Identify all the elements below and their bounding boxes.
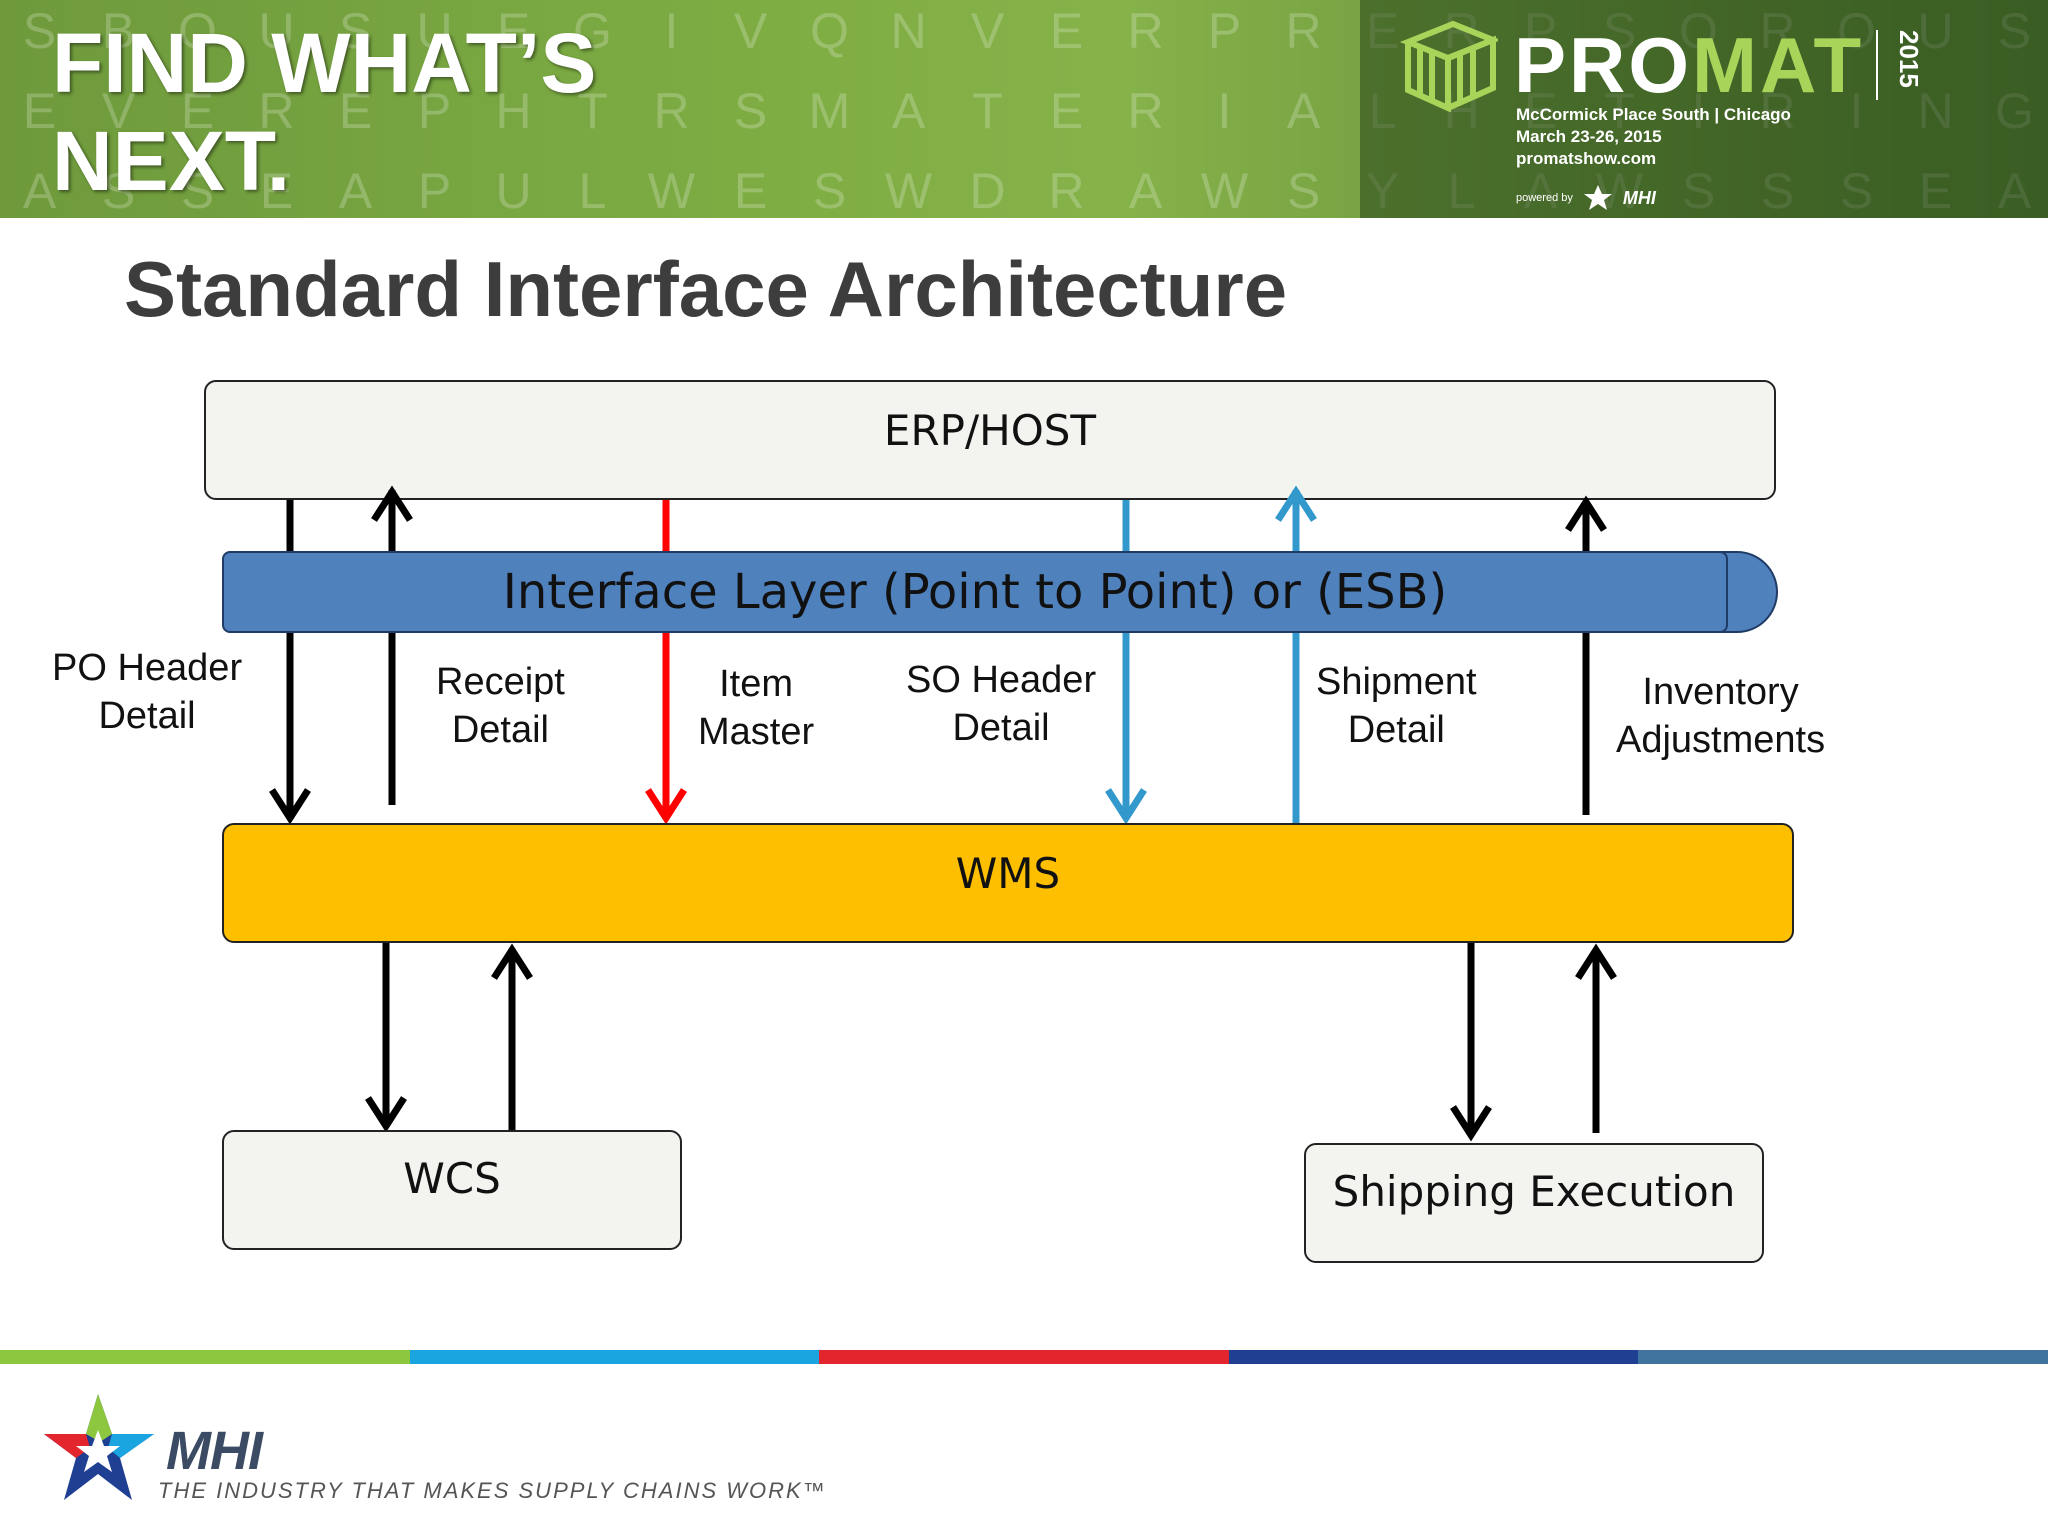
mhi-brand: MHI bbox=[166, 1421, 263, 1481]
po-header-arrowhead bbox=[269, 788, 311, 825]
promat-panel bbox=[1360, 0, 2048, 218]
item-master-label: Item Master bbox=[698, 660, 814, 756]
wms-to-shipping-arrowhead bbox=[1450, 1105, 1492, 1142]
footer-color-strip bbox=[0, 1350, 2048, 1364]
shipment-detail-label: Shipment Detail bbox=[1316, 658, 1477, 754]
wms-wcs-flows bbox=[365, 943, 533, 1133]
so-header-arrowhead bbox=[1105, 788, 1147, 825]
strip-red bbox=[819, 1350, 1229, 1364]
mhi-star-icon bbox=[44, 1394, 154, 1500]
promat-banner: SBOUSUEGIVQNVERPRERPSOROUS EVEREPHTRSMAT… bbox=[0, 0, 2048, 218]
so-header-detail-label: SO Header Detail bbox=[906, 656, 1096, 752]
shipment-line2: Detail bbox=[1347, 709, 1445, 751]
inventory-arrowhead bbox=[1565, 495, 1607, 532]
wcs-label: WCS bbox=[403, 1154, 501, 1203]
promat-logo: PROMAT bbox=[1514, 21, 1865, 109]
inventory-adjustments-label: Inventory Adjustments bbox=[1616, 668, 1825, 764]
so-header-line2: Detail bbox=[952, 707, 1050, 749]
receipt-arrowhead bbox=[371, 485, 413, 522]
strip-steel bbox=[1638, 1350, 2048, 1364]
wms-shipping-flows bbox=[1450, 943, 1617, 1142]
wms-box: WMS bbox=[222, 823, 1794, 943]
mhi-tagline: THE INDUSTRY THAT MAKES SUPPLY CHAINS WO… bbox=[158, 1478, 827, 1503]
shipping-execution-box: Shipping Execution bbox=[1304, 1143, 1764, 1263]
shipping-to-wms-arrowhead bbox=[1575, 943, 1617, 980]
interface-layer-label: Interface Layer (Point to Point) or (ESB… bbox=[502, 564, 1448, 620]
shipment-line1: Shipment bbox=[1316, 661, 1477, 703]
erp-host-label: ERP/HOST bbox=[883, 406, 1097, 455]
pallet-stack-icon bbox=[1399, 20, 1498, 112]
item-master-line2: Master bbox=[698, 711, 815, 753]
powered-by-label: powered by bbox=[1516, 192, 1573, 204]
slide-title: Standard Interface Architecture bbox=[124, 245, 1288, 333]
po-header-line2: Detail bbox=[98, 695, 196, 737]
headline-line-2: NEXT. bbox=[52, 114, 291, 208]
inventory-line1: Inventory bbox=[1642, 671, 1799, 713]
promat-website: promatshow.com bbox=[1516, 149, 1657, 168]
po-header-line1: PO Header bbox=[52, 647, 243, 689]
strip-cyan bbox=[409, 1350, 820, 1364]
mhi-star-small-icon bbox=[1583, 185, 1612, 210]
wms-to-wcs-arrowhead bbox=[365, 1096, 407, 1133]
erp-host-box: ERP/HOST bbox=[204, 380, 1776, 500]
powered-by-brand: MHI bbox=[1622, 187, 1656, 208]
promat-venue: McCormick Place South | Chicago bbox=[1516, 105, 1791, 124]
promat-year: 2015 bbox=[1876, 30, 1924, 100]
promat-event-info: McCormick Place South | Chicago March 23… bbox=[1516, 104, 1791, 170]
shipment-arrowhead bbox=[1275, 485, 1317, 522]
banner-headline: FIND WHAT’S NEXT. bbox=[52, 14, 596, 210]
item-master-arrowhead bbox=[645, 788, 687, 825]
so-header-line1: SO Header bbox=[906, 659, 1097, 701]
headline-line-1: FIND WHAT’S bbox=[52, 16, 597, 110]
wcs-to-wms-arrowhead bbox=[491, 943, 533, 980]
inventory-line2: Adjustments bbox=[1616, 719, 1826, 761]
promat-dates: March 23-26, 2015 bbox=[1516, 127, 1662, 146]
strip-green bbox=[0, 1350, 410, 1364]
strip-navy bbox=[1228, 1350, 1639, 1364]
powered-by: powered by MHI bbox=[1516, 184, 1656, 212]
receipt-line1: Receipt bbox=[436, 661, 565, 703]
wcs-box: WCS bbox=[222, 1130, 682, 1250]
interface-layer-bar: Interface Layer (Point to Point) or (ESB… bbox=[222, 551, 1728, 633]
item-master-line1: Item bbox=[719, 663, 794, 705]
shipping-execution-label: Shipping Execution bbox=[1332, 1167, 1736, 1216]
po-header-detail-label: PO Header Detail bbox=[52, 644, 242, 740]
wms-label: WMS bbox=[955, 849, 1061, 898]
receipt-detail-label: Receipt Detail bbox=[436, 658, 565, 754]
receipt-line2: Detail bbox=[451, 709, 549, 751]
